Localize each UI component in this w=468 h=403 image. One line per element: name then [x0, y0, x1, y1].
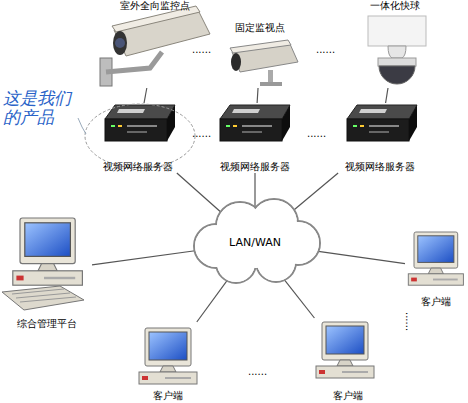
keyboard — [2, 286, 84, 310]
client-computer — [316, 322, 374, 378]
client-computer — [139, 328, 197, 384]
server-node: 视频网络服务器 — [330, 103, 430, 173]
server-node: 视频网络服务器 — [205, 103, 305, 173]
callout-leader — [78, 118, 86, 134]
ellipsis: ...... — [404, 312, 415, 352]
dome-glass — [379, 66, 415, 84]
management-pc — [2, 218, 84, 310]
highlight-ellipse — [85, 104, 195, 168]
server-device — [347, 105, 417, 141]
ellipsis: ...... — [192, 44, 222, 55]
client-node: 客户端 — [310, 318, 385, 402]
ellipsis: ...... — [248, 366, 278, 377]
network-cloud — [194, 199, 320, 283]
client-node: 客户端 — [405, 228, 467, 308]
client-computer — [408, 232, 463, 285]
network-link — [144, 88, 147, 103]
keyboard-keys — [12, 289, 76, 302]
sun-shield — [230, 40, 291, 53]
ellipsis: ...... — [307, 128, 337, 139]
node-label: 视频网络服务器 — [220, 161, 290, 173]
server-device — [105, 105, 175, 141]
node-label: 客户端 — [153, 390, 183, 402]
fixed-camera — [230, 40, 298, 86]
cloud-node: LAN/WAN — [195, 210, 315, 275]
camera-node: 固定监视点 — [220, 22, 300, 88]
cloud-fill — [216, 220, 296, 268]
network-link — [177, 173, 224, 215]
mount-base — [260, 82, 282, 86]
node-label: 综合管理平台 — [17, 318, 77, 330]
node-label: LAN/WAN — [229, 236, 281, 249]
camera-front — [113, 31, 127, 55]
callout-text: 这是我们 的产品 — [3, 90, 73, 127]
node-label: 一体化快球 — [370, 0, 420, 12]
network-link — [257, 88, 259, 103]
network-link — [254, 173, 255, 210]
node-label: 视频网络服务器 — [103, 161, 173, 173]
node-label: 客户端 — [333, 390, 363, 402]
server-device — [220, 105, 290, 141]
network-link — [386, 88, 388, 103]
node-label: 室外全向监控点 — [120, 0, 190, 12]
node-label: 视频网络服务器 — [345, 161, 415, 173]
ellipsis: ...... — [192, 128, 222, 139]
network-link — [313, 251, 405, 264]
camera-bracket — [268, 70, 273, 82]
dome-collar — [378, 58, 416, 66]
node-label: 客户端 — [421, 296, 451, 308]
speed-dome-camera — [368, 16, 426, 84]
network-link — [92, 250, 197, 264]
pendant-mount — [388, 46, 406, 58]
photo-background — [368, 16, 426, 46]
camera-bracket — [106, 52, 162, 72]
camera-node: 一体化快球 — [355, 0, 435, 88]
server-node: 视频网络服务器 — [90, 103, 185, 173]
computer — [13, 218, 83, 285]
node-label: 固定监视点 — [235, 22, 285, 34]
camera-lens — [115, 38, 125, 48]
camera-lens — [231, 53, 241, 71]
client-node: 客户端 — [130, 322, 205, 402]
network-link — [288, 173, 339, 215]
pc-node: 综合管理平台 — [2, 212, 92, 330]
ellipsis: ...... — [316, 44, 346, 55]
